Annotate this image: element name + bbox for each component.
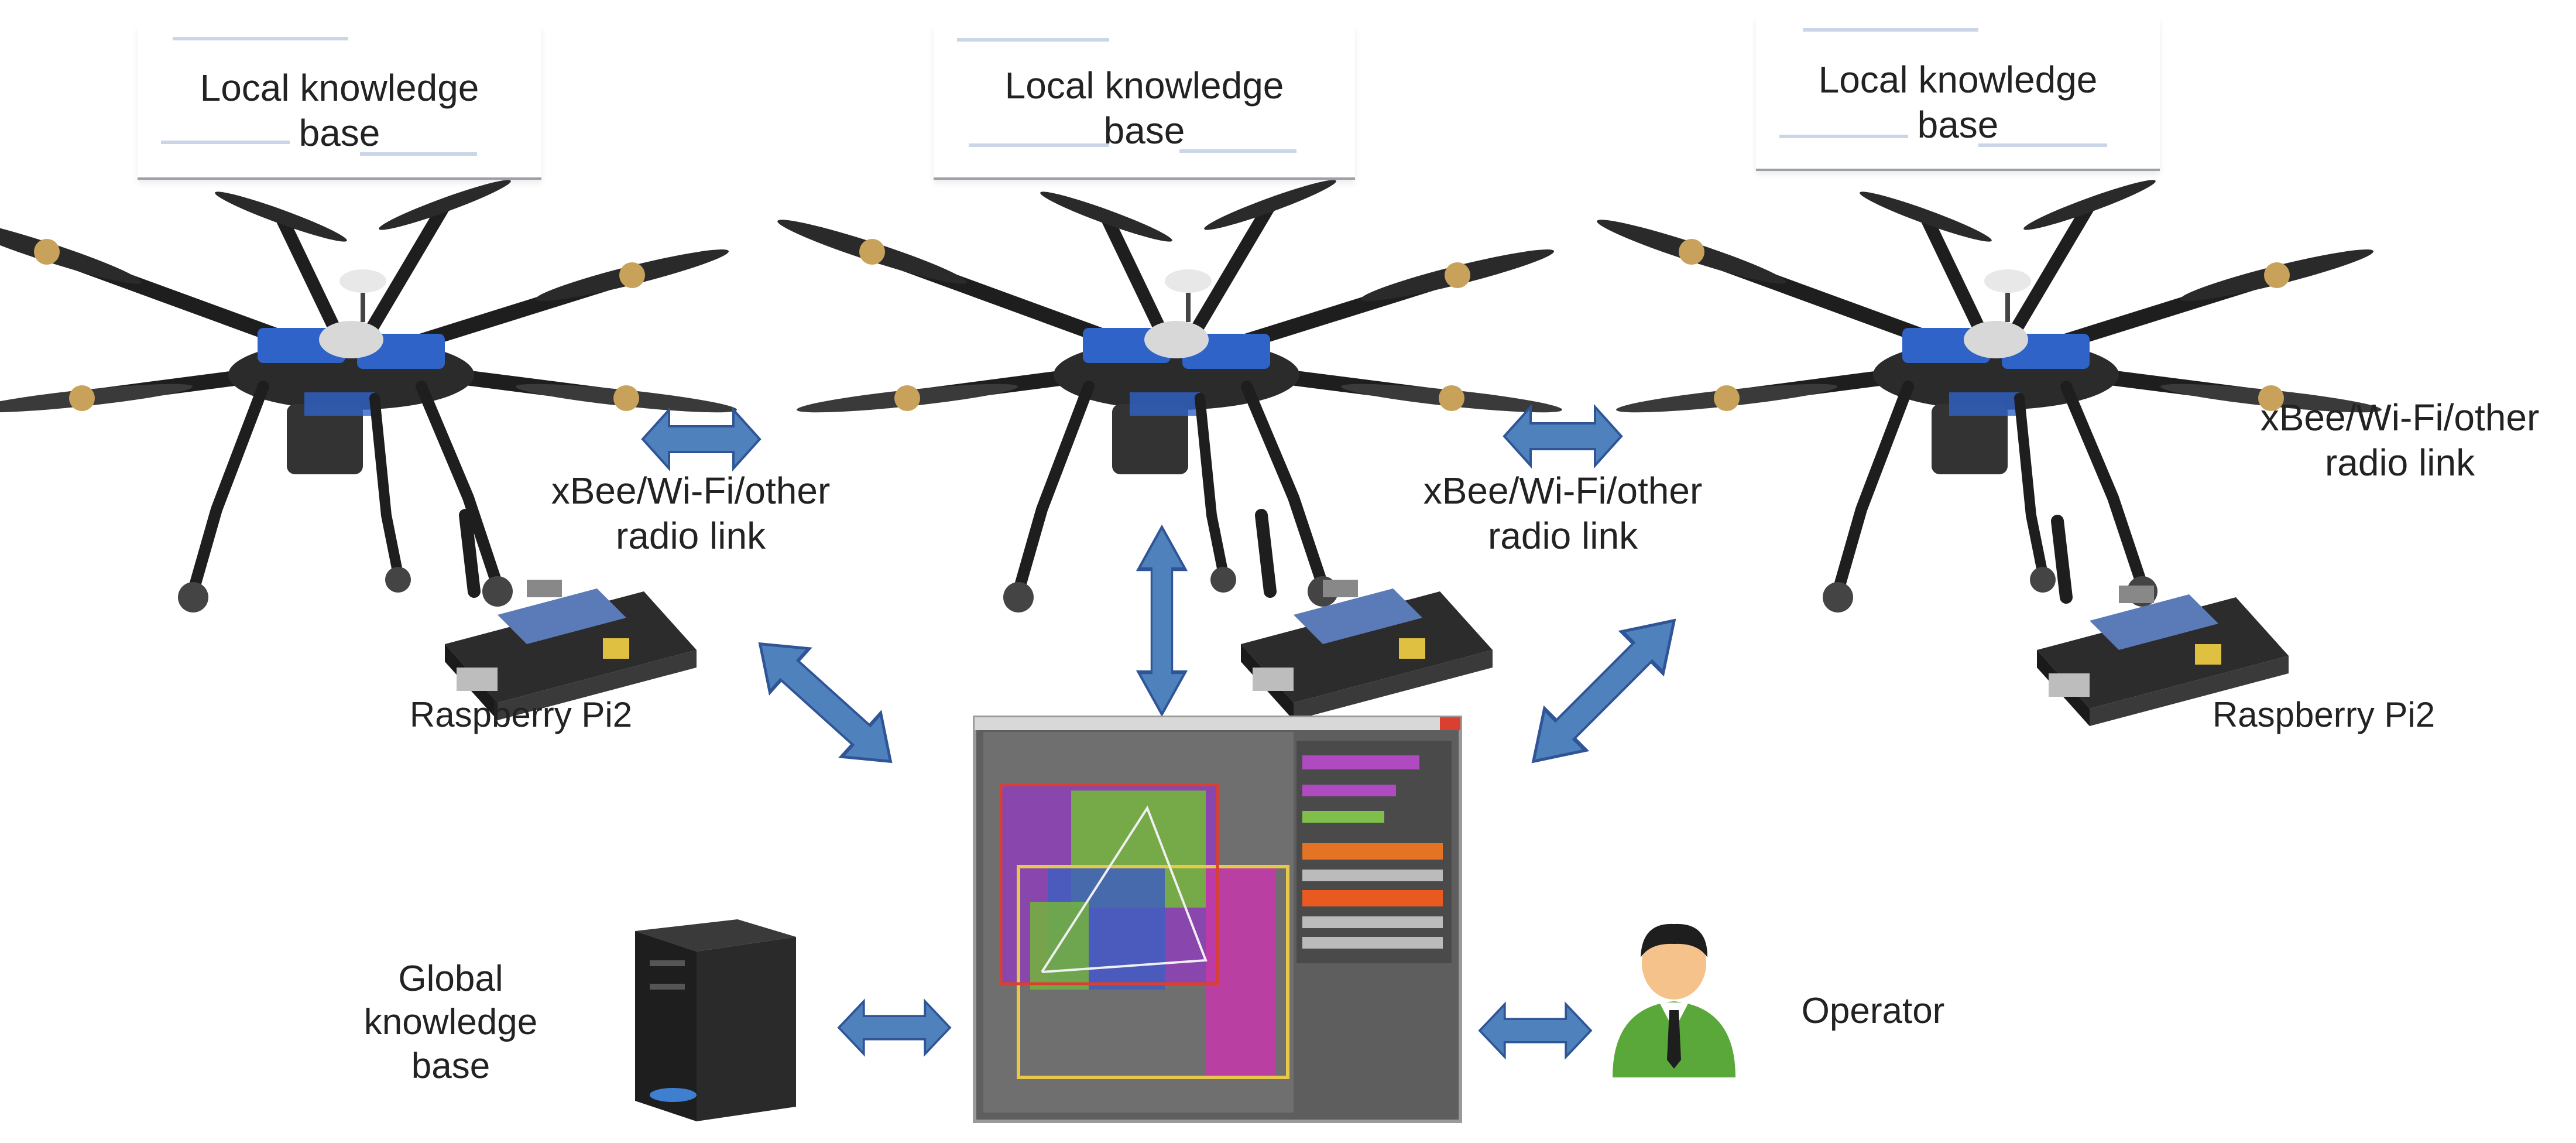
link-label-3: xBee/Wi-Fi/other radio link xyxy=(2224,395,2575,485)
global-kb-label-line1: Global xyxy=(398,959,503,999)
bidirectional-arrow-icon-drone12 xyxy=(642,409,761,470)
raspberry-label-left: Raspberry Pi2 xyxy=(409,695,633,734)
local-kb-label-3-line1: Local knowledge xyxy=(1818,59,2098,101)
kb-card-texture xyxy=(1779,135,1908,138)
link-label-3-line2: radio link xyxy=(2324,441,2475,484)
bidirectional-arrow-icon-screen-operator xyxy=(1479,1003,1592,1058)
local-kb-card-1 xyxy=(138,26,541,180)
global-kb-label: Global knowledge base xyxy=(339,957,562,1088)
bidirectional-arrow-icon-global-screen xyxy=(838,1000,951,1055)
link-label-1: xBee/Wi-Fi/other radio link xyxy=(509,468,872,559)
bidirectional-arrow-icon-drone2-screen xyxy=(1138,527,1185,714)
kb-card-texture xyxy=(1978,143,2107,147)
link-label-2-line2: radio link xyxy=(1487,514,1638,557)
server-tower-icon xyxy=(635,919,796,1121)
kb-card-texture xyxy=(173,37,348,40)
kb-card-texture xyxy=(360,152,477,156)
local-kb-label-2-line2: base xyxy=(1103,109,1185,152)
operator-person-icon xyxy=(1613,923,1735,1077)
local-kb-label-1-line1: Local knowledge xyxy=(200,67,479,109)
global-kb-label-line3: base xyxy=(411,1045,490,1086)
global-kb-label-line2: knowledge xyxy=(363,1002,538,1043)
link-label-2-line1: xBee/Wi-Fi/other xyxy=(1423,470,1703,512)
kb-card-texture xyxy=(957,38,1109,42)
link-label-1-line1: xBee/Wi-Fi/other xyxy=(551,470,831,512)
bidirectional-arrow-icon-drone3-screen xyxy=(1512,600,1695,782)
local-kb-label-1-line2: base xyxy=(299,111,380,154)
bidirectional-arrow-icon-drone23 xyxy=(1503,406,1623,467)
bidirectional-arrow-icon-drone1-screen xyxy=(740,622,910,783)
raspberry-label-right: Raspberry Pi2 xyxy=(2212,695,2436,734)
kb-card-texture xyxy=(161,141,290,144)
kb-card-texture xyxy=(1179,149,1296,153)
operator-label: Operator xyxy=(1801,991,1945,1031)
kb-card-texture xyxy=(1803,28,1978,32)
link-label-2: xBee/Wi-Fi/other radio link xyxy=(1381,468,1744,559)
local-kb-label-2: Local knowledge base xyxy=(934,63,1355,153)
local-kb-card-3 xyxy=(1756,18,2160,171)
kb-card-texture xyxy=(969,143,1109,147)
map-screen-icon xyxy=(973,716,1462,1123)
local-kb-label-3: Local knowledge base xyxy=(1756,57,2160,148)
link-label-3-line1: xBee/Wi-Fi/other xyxy=(2260,396,2540,439)
link-label-1-line2: radio link xyxy=(615,514,766,557)
local-kb-label-1: Local knowledge base xyxy=(138,66,541,156)
local-kb-card-2 xyxy=(934,26,1355,180)
local-kb-label-2-line1: Local knowledge xyxy=(1004,64,1284,107)
local-kb-label-3-line2: base xyxy=(1917,103,1999,146)
